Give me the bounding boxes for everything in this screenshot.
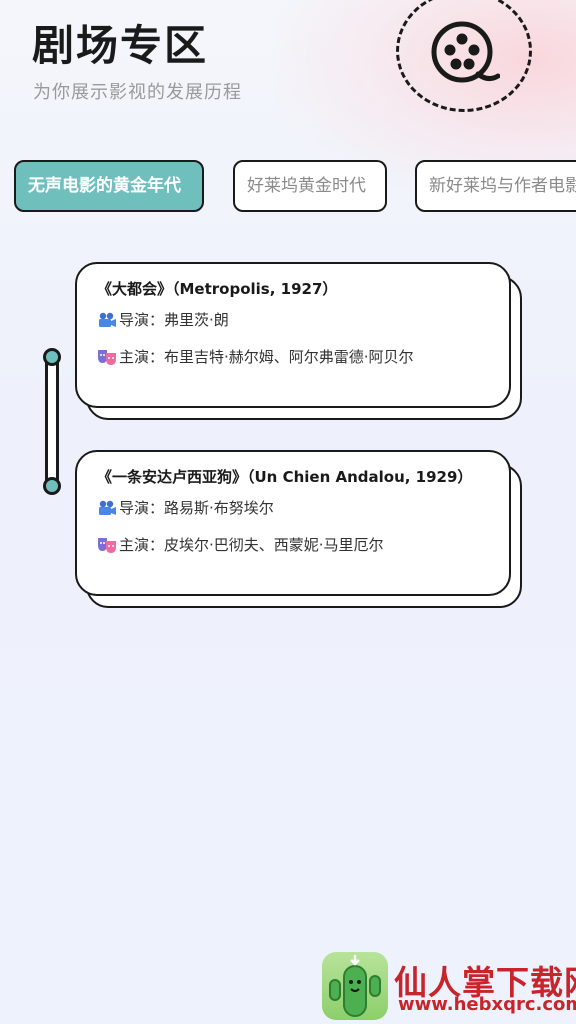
- timeline-connector: [45, 356, 59, 486]
- page-title: 剧场专区: [32, 21, 209, 70]
- era-tabs: 无声电影的黄金年代 好莱坞黄金时代 新好莱坞与作者电影: [0, 160, 576, 214]
- actors-label: 主演：: [119, 536, 165, 554]
- film-card[interactable]: 《一条安达卢西亚狗》（Un Chien Andalou, 1929） 导演： 路…: [75, 450, 511, 596]
- actors-names: 布里吉特·赫尔姆、阿尔弗雷德·阿贝尔: [164, 348, 414, 366]
- film-card[interactable]: 《大都会》（Metropolis, 1927） 导演： 弗里茨·朗 主演： 布里…: [75, 262, 511, 408]
- director-label: 导演：: [119, 311, 165, 329]
- director-label: 导演：: [119, 499, 165, 517]
- film-title: 《一条安达卢西亚狗》（Un Chien Andalou, 1929）: [97, 468, 473, 486]
- timeline-dot: [43, 477, 61, 495]
- director-name: 弗里茨·朗: [164, 311, 229, 329]
- watermark-name: 仙人掌下载网: [394, 963, 576, 1002]
- film-reel-icon: [431, 21, 500, 83]
- decorative-dashed-circle: [396, 0, 532, 112]
- tab-new-hollywood[interactable]: 新好莱坞与作者电影: [415, 160, 576, 212]
- director-name: 路易斯·布努埃尔: [164, 499, 274, 517]
- movie-camera-icon: [99, 500, 116, 515]
- cactus-logo-icon: [322, 952, 388, 1020]
- tab-silent-film-era[interactable]: 无声电影的黄金年代: [14, 160, 204, 212]
- director-row: 导演： 路易斯·布努埃尔: [97, 497, 489, 518]
- watermark-url: www.hebxqrc.com: [398, 994, 576, 1015]
- actors-names: 皮埃尔·巴彻夫、西蒙妮·马里厄尔: [164, 536, 384, 554]
- page-subtitle: 为你展示影视的发展历程: [33, 82, 242, 103]
- actors-row: 主演： 皮埃尔·巴彻夫、西蒙妮·马里厄尔: [97, 534, 489, 555]
- actors-row: 主演： 布里吉特·赫尔姆、阿尔弗雷德·阿贝尔: [97, 346, 489, 367]
- timeline-dot: [43, 348, 61, 366]
- site-watermark: 仙人掌下载网 www.hebxqrc.com: [322, 952, 576, 1024]
- tab-hollywood-golden-age[interactable]: 好莱坞黄金时代: [233, 160, 387, 212]
- director-row: 导演： 弗里茨·朗: [97, 309, 489, 330]
- theater-masks-icon: [98, 349, 116, 365]
- theater-masks-icon: [98, 537, 116, 553]
- film-title: 《大都会》（Metropolis, 1927）: [97, 280, 338, 298]
- movie-camera-icon: [99, 312, 116, 327]
- actors-label: 主演：: [119, 348, 165, 366]
